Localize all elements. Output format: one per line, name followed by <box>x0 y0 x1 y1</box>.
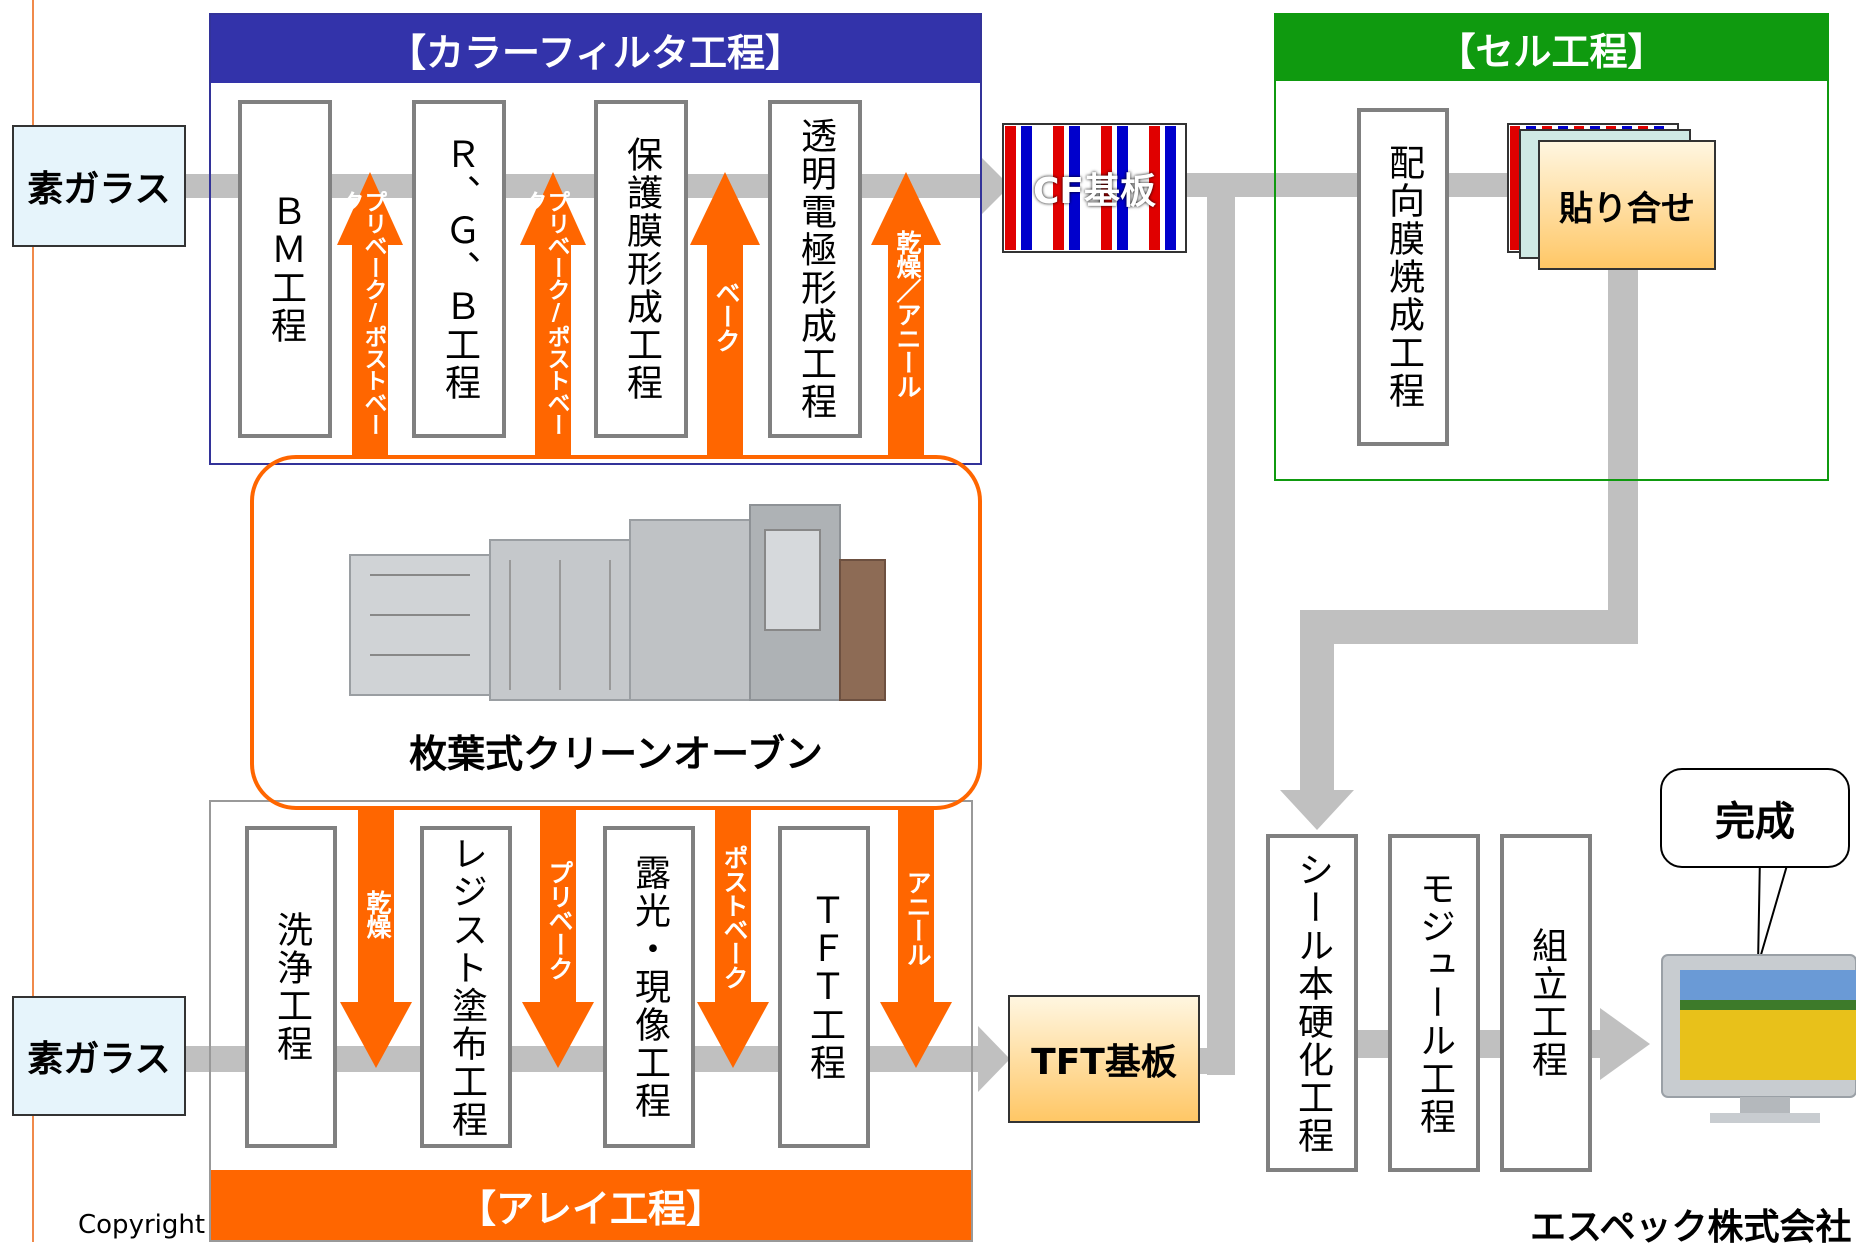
array-step-exposure-development: 露光・現像工程 <box>603 826 695 1148</box>
seal-down-bar <box>1300 610 1334 795</box>
company-name: エスペック株式会社 <box>1530 1207 1852 1248</box>
cf-step-rgb: Ｒ、Ｇ、Ｂ工程 <box>412 100 506 438</box>
array-arrow-3 <box>715 808 751 1008</box>
copyright-text: Copyright <box>78 1210 206 1240</box>
top-flow-arrowhead <box>980 156 1010 216</box>
array-arrow-label-1: 乾燥 <box>363 890 392 938</box>
oven-label: 枚葉式クリーンオーブン <box>409 732 823 776</box>
cf-arrow-label-1: プリベーク/ポストベーク <box>337 190 386 435</box>
final-flow-arrowhead <box>1600 1008 1650 1080</box>
array-arrow-4 <box>898 808 934 1008</box>
cf-arrow-2 <box>535 240 571 455</box>
tft-substrate-box: TFT基板 <box>1008 995 1200 1123</box>
complete-callout: 完成 <box>1660 768 1850 868</box>
vertical-connector <box>1207 190 1235 1075</box>
cf-arrow-label-2: プリベーク/ポストベーク <box>520 190 569 435</box>
array-arrow-label-3: ポストベーク <box>720 845 749 989</box>
oven-panel: 枚葉式クリーンオーブン <box>250 455 982 810</box>
cf-arrow-3 <box>707 240 743 455</box>
cf-oven-arrows <box>337 172 941 455</box>
final-step-assembly: 組立工程 <box>1500 834 1592 1172</box>
cell-step-alignment: 配向膜焼成工程 <box>1357 108 1449 446</box>
cf-step-protective-film: 保護膜形成工程 <box>594 100 688 438</box>
cell-header: 【セル工程】 <box>1276 15 1827 81</box>
bond-down-bar <box>1608 268 1638 628</box>
tft-to-connector-bar <box>1195 1048 1235 1074</box>
raw-glass-top: 素ガラス <box>12 125 186 247</box>
color-filter-group: 【カラーフィルタ工程】 <box>209 13 982 465</box>
cf-arrow-1 <box>352 240 388 455</box>
cf-step-transparent-electrode: 透明電極形成工程 <box>768 100 862 438</box>
array-arrow-label-2: プリベーク <box>545 860 574 980</box>
color-filter-header: 【カラーフィルタ工程】 <box>211 15 980 83</box>
final-step-seal-curing: シール本硬化工程 <box>1266 834 1358 1172</box>
array-arrow-2 <box>540 808 576 1008</box>
callout-tail <box>1757 854 1792 966</box>
clean-oven-image <box>349 504 886 701</box>
array-step-resist-coating: レジスト塗布工程 <box>420 826 512 1148</box>
array-header: 【アレイ工程】 <box>211 1170 971 1240</box>
cf-substrate-stripes <box>1002 123 1187 253</box>
cf-arrow-label-3: ベーク <box>712 280 741 352</box>
cf-substrate-label: CF基板 <box>1032 171 1156 212</box>
cf-arrow-4 <box>888 240 924 455</box>
bond-horizontal-bar <box>1300 610 1638 644</box>
array-step-cleaning: 洗浄工程 <box>245 826 337 1148</box>
bonding-box: 貼り合せ <box>1538 140 1716 270</box>
bottom-flow-arrowhead <box>978 1026 1010 1092</box>
array-arrow-label-4: アニール <box>903 870 932 966</box>
cell-group: 【セル工程】 <box>1274 13 1829 481</box>
final-step-module: モジュール工程 <box>1388 834 1480 1172</box>
array-arrow-1 <box>358 808 394 1008</box>
array-group: 【アレイ工程】 <box>209 800 973 1242</box>
lcd-tv-image <box>1661 954 1856 1123</box>
cf-step-bm: ＢＭ工程 <box>238 100 332 438</box>
cf-arrow-label-4: 乾燥／アニール <box>893 230 922 398</box>
array-oven-arrows <box>340 808 952 1068</box>
raw-glass-bottom: 素ガラス <box>12 996 186 1116</box>
seal-down-arrowhead <box>1280 790 1354 830</box>
array-step-tft: ＴＦＴ工程 <box>778 826 870 1148</box>
